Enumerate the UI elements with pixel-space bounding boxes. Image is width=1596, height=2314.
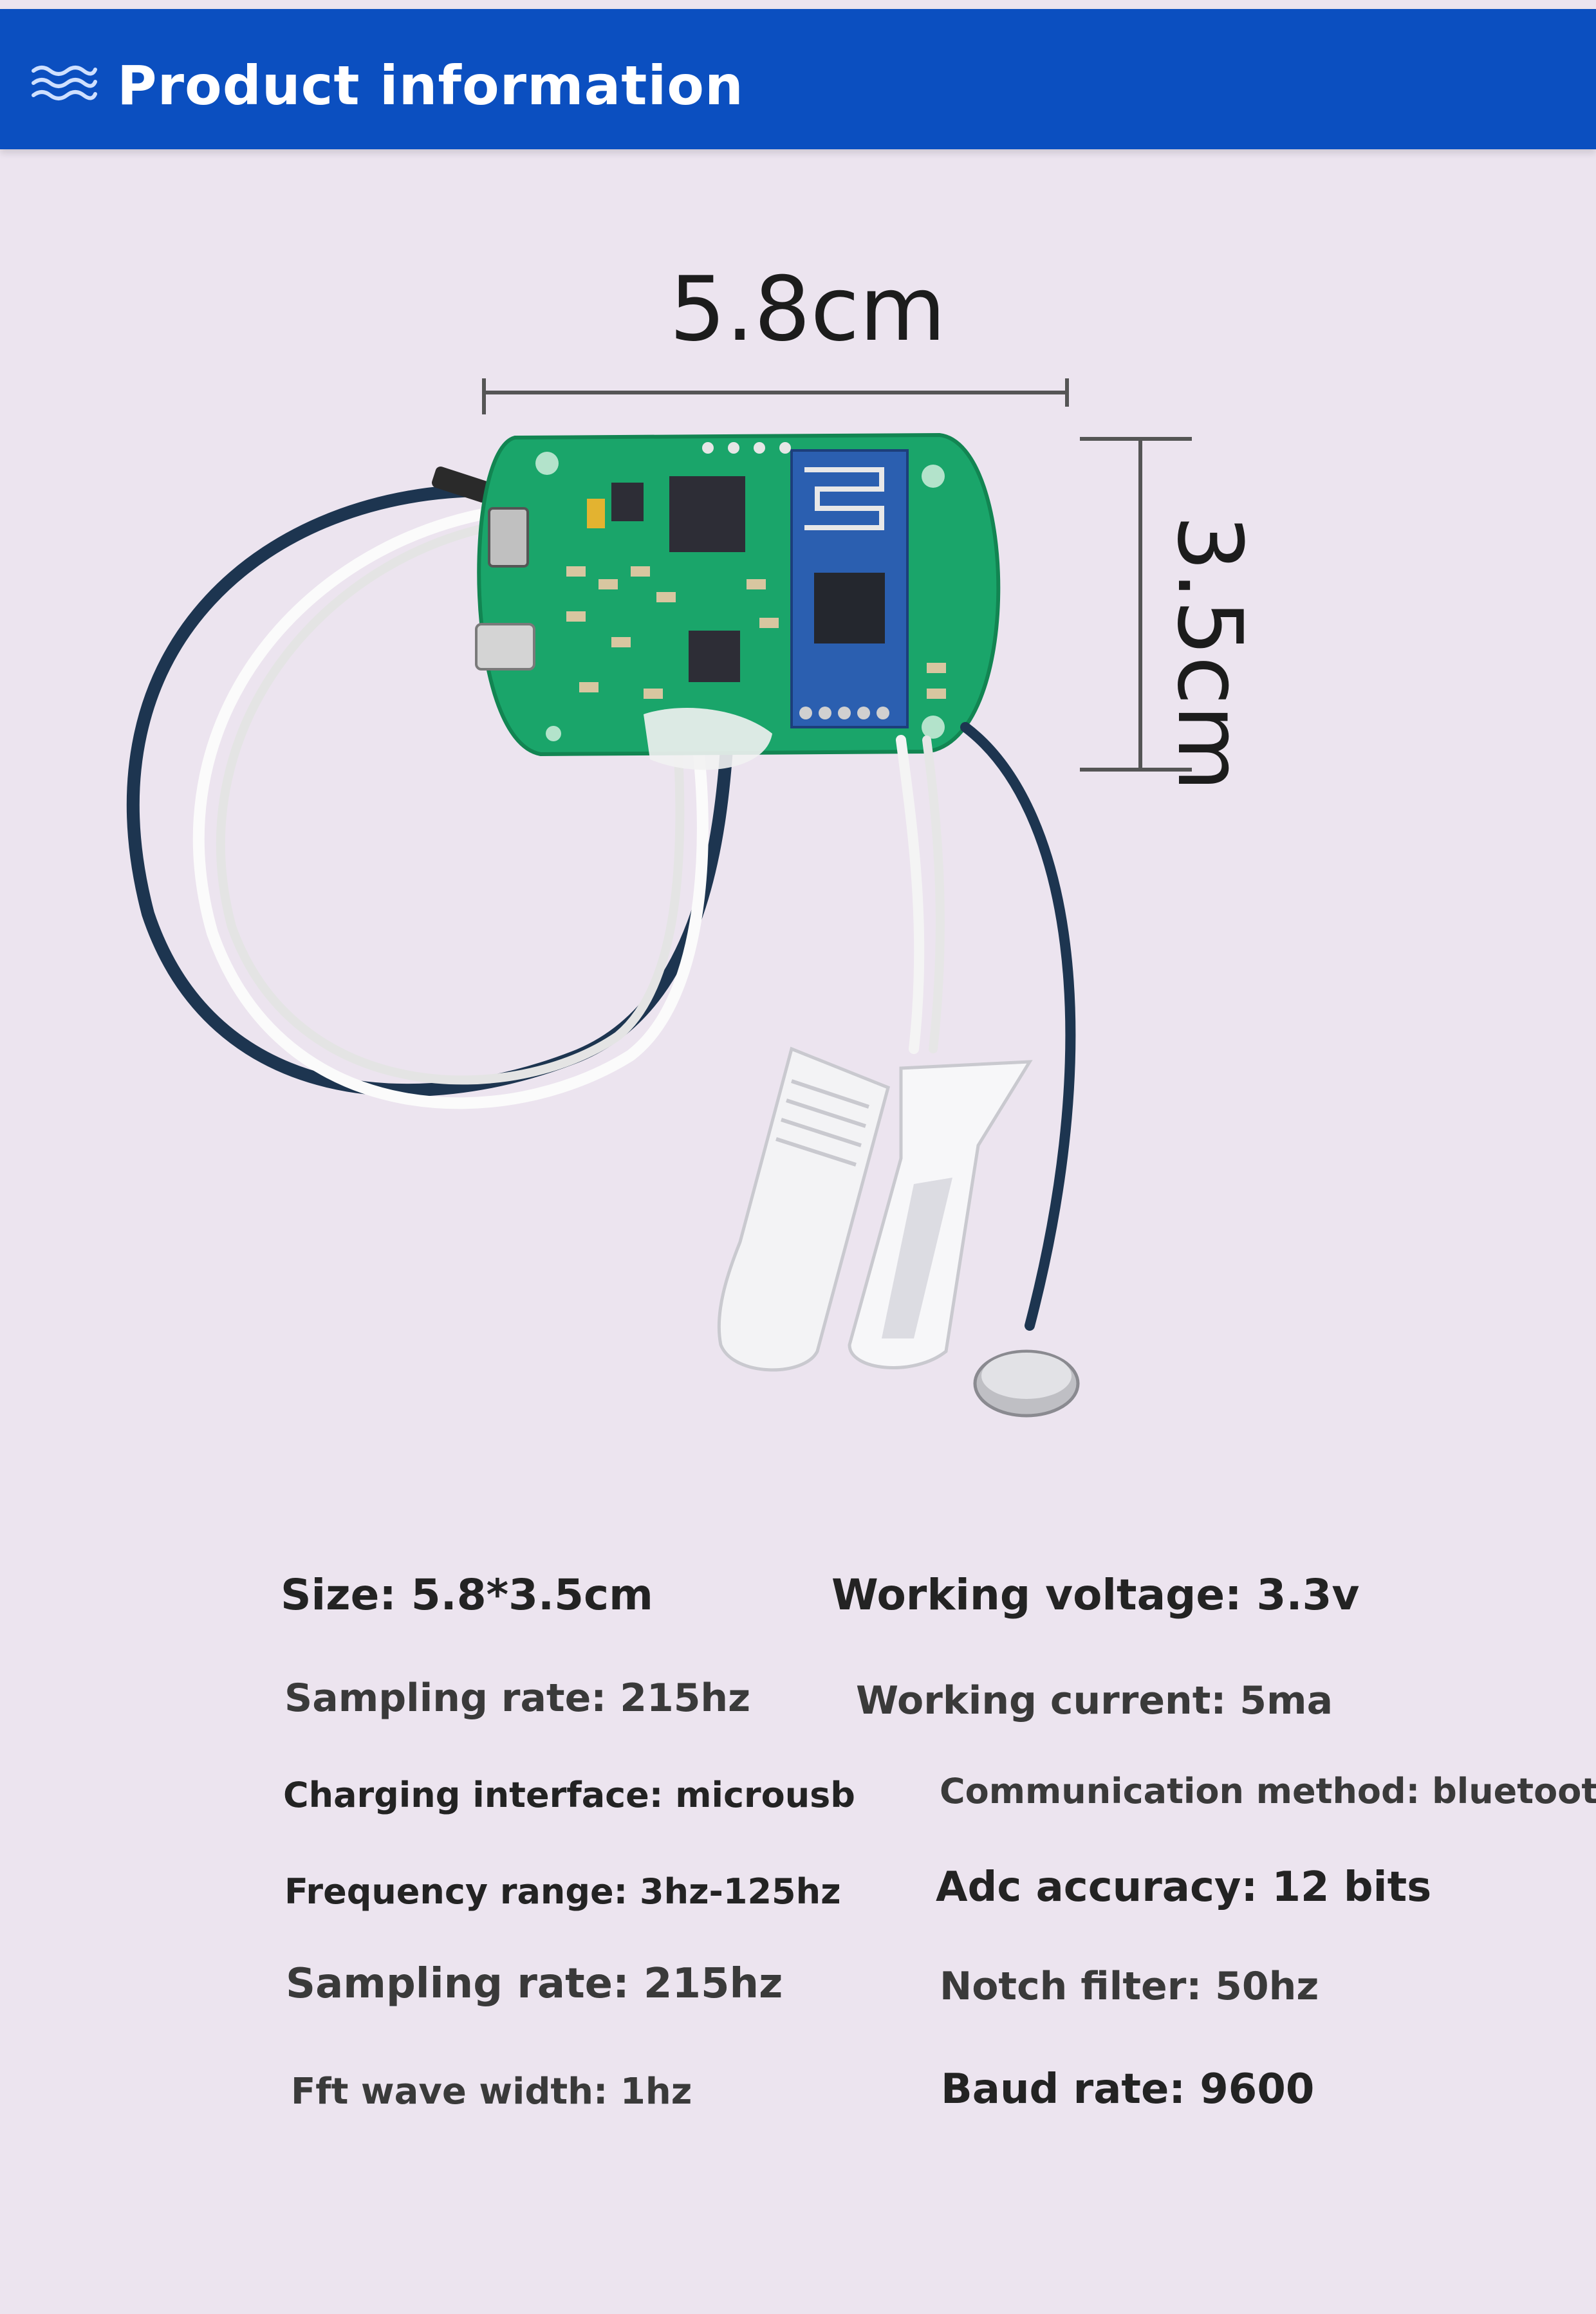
spec-adc-accuracy: Adc accuracy: 12 bits	[936, 1864, 1432, 1911]
spec-notch-filter: Notch filter: 50hz	[940, 1964, 1319, 2009]
height-dimension-label: 3.5cm	[1158, 515, 1261, 791]
spec-sampling-rate-2: Sampling rate: 215hz	[286, 1960, 783, 2008]
waves-icon	[32, 66, 97, 100]
spec-size: Size: 5.8*3.5cm	[281, 1570, 653, 1620]
spec-communication-method: Communication method: bluetooth	[940, 1771, 1596, 1811]
spec-frequency-range: Frequency range: 3hz-125hz	[284, 1871, 841, 1912]
width-dimension-label: 5.8cm	[669, 257, 946, 361]
spec-charging-interface: Charging interface: microusb	[283, 1775, 855, 1815]
spec-baud-rate: Baud rate: 9600	[941, 2066, 1315, 2113]
header-bar: Product information	[0, 9, 1596, 149]
page-title: Product information	[117, 54, 744, 117]
spec-fft-wave-width: Fft wave width: 1hz	[291, 2071, 692, 2113]
product-image	[126, 378, 1192, 1418]
spec-working-current: Working current: 5ma	[856, 1678, 1333, 1723]
spec-sampling-rate: Sampling rate: 215hz	[284, 1676, 751, 1721]
spec-working-voltage: Working voltage: 3.3v	[831, 1570, 1360, 1620]
